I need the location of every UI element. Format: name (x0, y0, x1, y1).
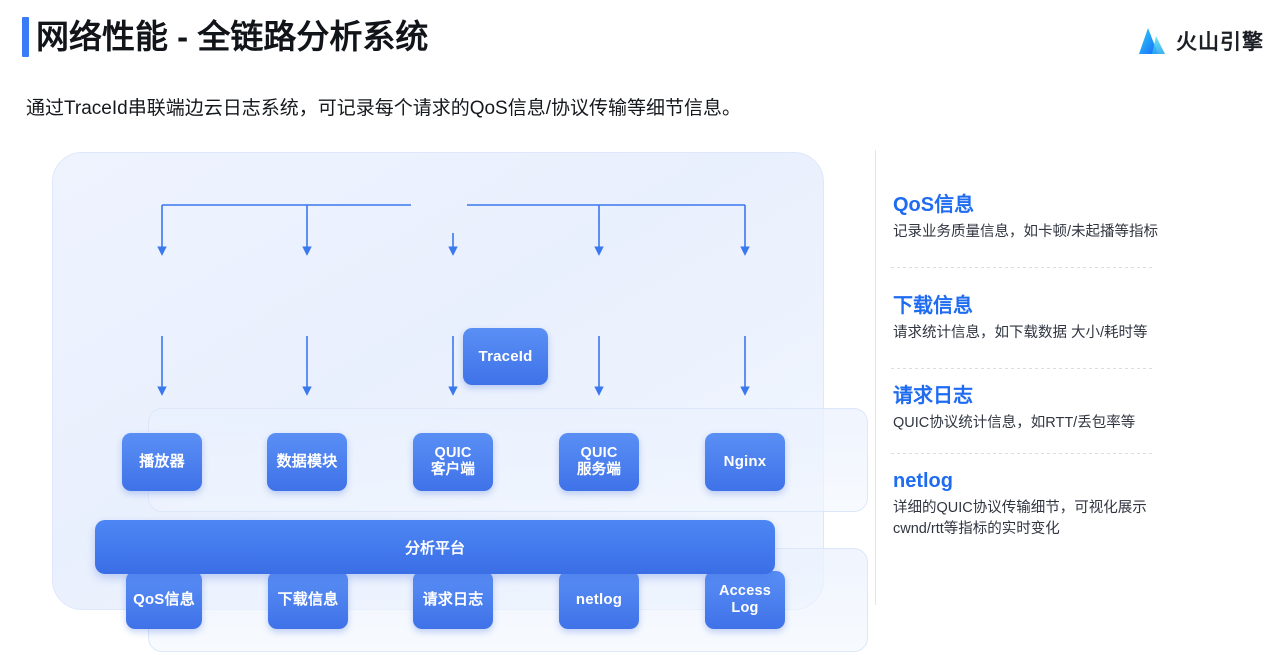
info-section-request-log-desc: QUIC协议统计信息，如RTT/丢包率等 (893, 415, 1136, 431)
info-section-qos-desc: 记录业务质量信息，如卡顿/未起播等指标 (893, 224, 1159, 240)
node-access-log-label-line2: Log (731, 600, 759, 616)
node-request-log-label: 请求日志 (422, 591, 484, 609)
info-divider-2 (891, 368, 1155, 369)
node-nginx[interactable]: Nginx (705, 433, 785, 491)
node-netlog-label: netlog (575, 591, 623, 609)
title-accent-bar (22, 17, 29, 57)
title-text: 网络性能 - 全链路分析系统 (36, 18, 429, 55)
volcano-mountain-icon (1139, 28, 1165, 54)
node-qos-info-label: QoS信息 (133, 591, 195, 609)
node-data-module[interactable]: 数据模块 (267, 433, 347, 491)
node-quic-client-label-line2: 客户端 (430, 462, 476, 478)
node-access-log[interactable]: Access Log (705, 571, 785, 629)
slide-subtitle: 通过TraceId串联端边云日志系统，可记录每个请求的QoS信息/协议传输等细节… (26, 98, 742, 119)
info-section-qos-title: QoS信息 (893, 194, 975, 216)
panel-divider (875, 150, 876, 605)
info-divider-3 (891, 453, 1155, 454)
node-nginx-label: Nginx (723, 453, 767, 471)
node-player[interactable]: 播放器 (122, 433, 202, 491)
node-traceid[interactable]: TraceId (463, 328, 548, 385)
node-access-log-label-line1: Access (719, 582, 771, 599)
brand-name: 火山引擎 (1176, 31, 1264, 54)
info-section-qos: QoS信息 记录业务质量信息，如卡顿/未起播等指标 (893, 192, 1263, 243)
analysis-platform-label: 分析平台 (404, 539, 465, 557)
info-section-netlog: netlog 详细的QUIC协议传输细节，可视化展示 cwnd/rtt等指标的实… (893, 468, 1263, 540)
node-netlog[interactable]: netlog (559, 571, 639, 629)
info-section-request-log-title: 请求日志 (893, 385, 973, 407)
info-section-download: 下载信息 请求统计信息，如下载数据 大小/耗时等 (893, 293, 1263, 344)
node-quic-server[interactable]: QUIC 服务端 (559, 433, 639, 491)
node-download-info-label: 下载信息 (277, 591, 339, 609)
node-data-module-label: 数据模块 (276, 453, 338, 471)
info-section-netlog-desc2: cwnd/rtt等指标的实时变化 (893, 521, 1060, 537)
info-section-netlog-desc: 详细的QUIC协议传输细节，可视化展示 (893, 500, 1147, 516)
info-section-download-desc: 请求统计信息，如下载数据 大小/耗时等 (893, 325, 1148, 341)
info-section-netlog-title: netlog (893, 470, 953, 492)
node-qos-info[interactable]: QoS信息 (126, 571, 202, 629)
node-download-info[interactable]: 下载信息 (268, 571, 348, 629)
node-request-log[interactable]: 请求日志 (413, 571, 493, 629)
node-quic-server-label-line2: 服务端 (576, 462, 622, 478)
slide-header: 网络性能 - 全链路分析系统 火山引擎 (0, 0, 1280, 78)
info-section-download-title: 下载信息 (893, 295, 973, 317)
brand-logo: 火山引擎 (1138, 26, 1264, 56)
node-player-label: 播放器 (139, 453, 185, 471)
info-section-request-log: 请求日志 QUIC协议统计信息，如RTT/丢包率等 (893, 383, 1263, 434)
analysis-platform-bar[interactable]: 分析平台 (95, 520, 775, 574)
info-divider-1 (891, 267, 1155, 268)
node-traceid-label: TraceId (478, 347, 533, 365)
page-title: 网络性能 - 全链路分析系统 (22, 17, 428, 57)
node-quic-client-label-line1: QUIC (434, 444, 472, 461)
node-quic-client[interactable]: QUIC 客户端 (413, 433, 493, 491)
architecture-diagram: TraceId 播放器 数据模块 QUIC 客户端 QUIC 服务端 Nginx… (52, 152, 868, 652)
node-quic-server-label-line1: QUIC (580, 444, 618, 461)
